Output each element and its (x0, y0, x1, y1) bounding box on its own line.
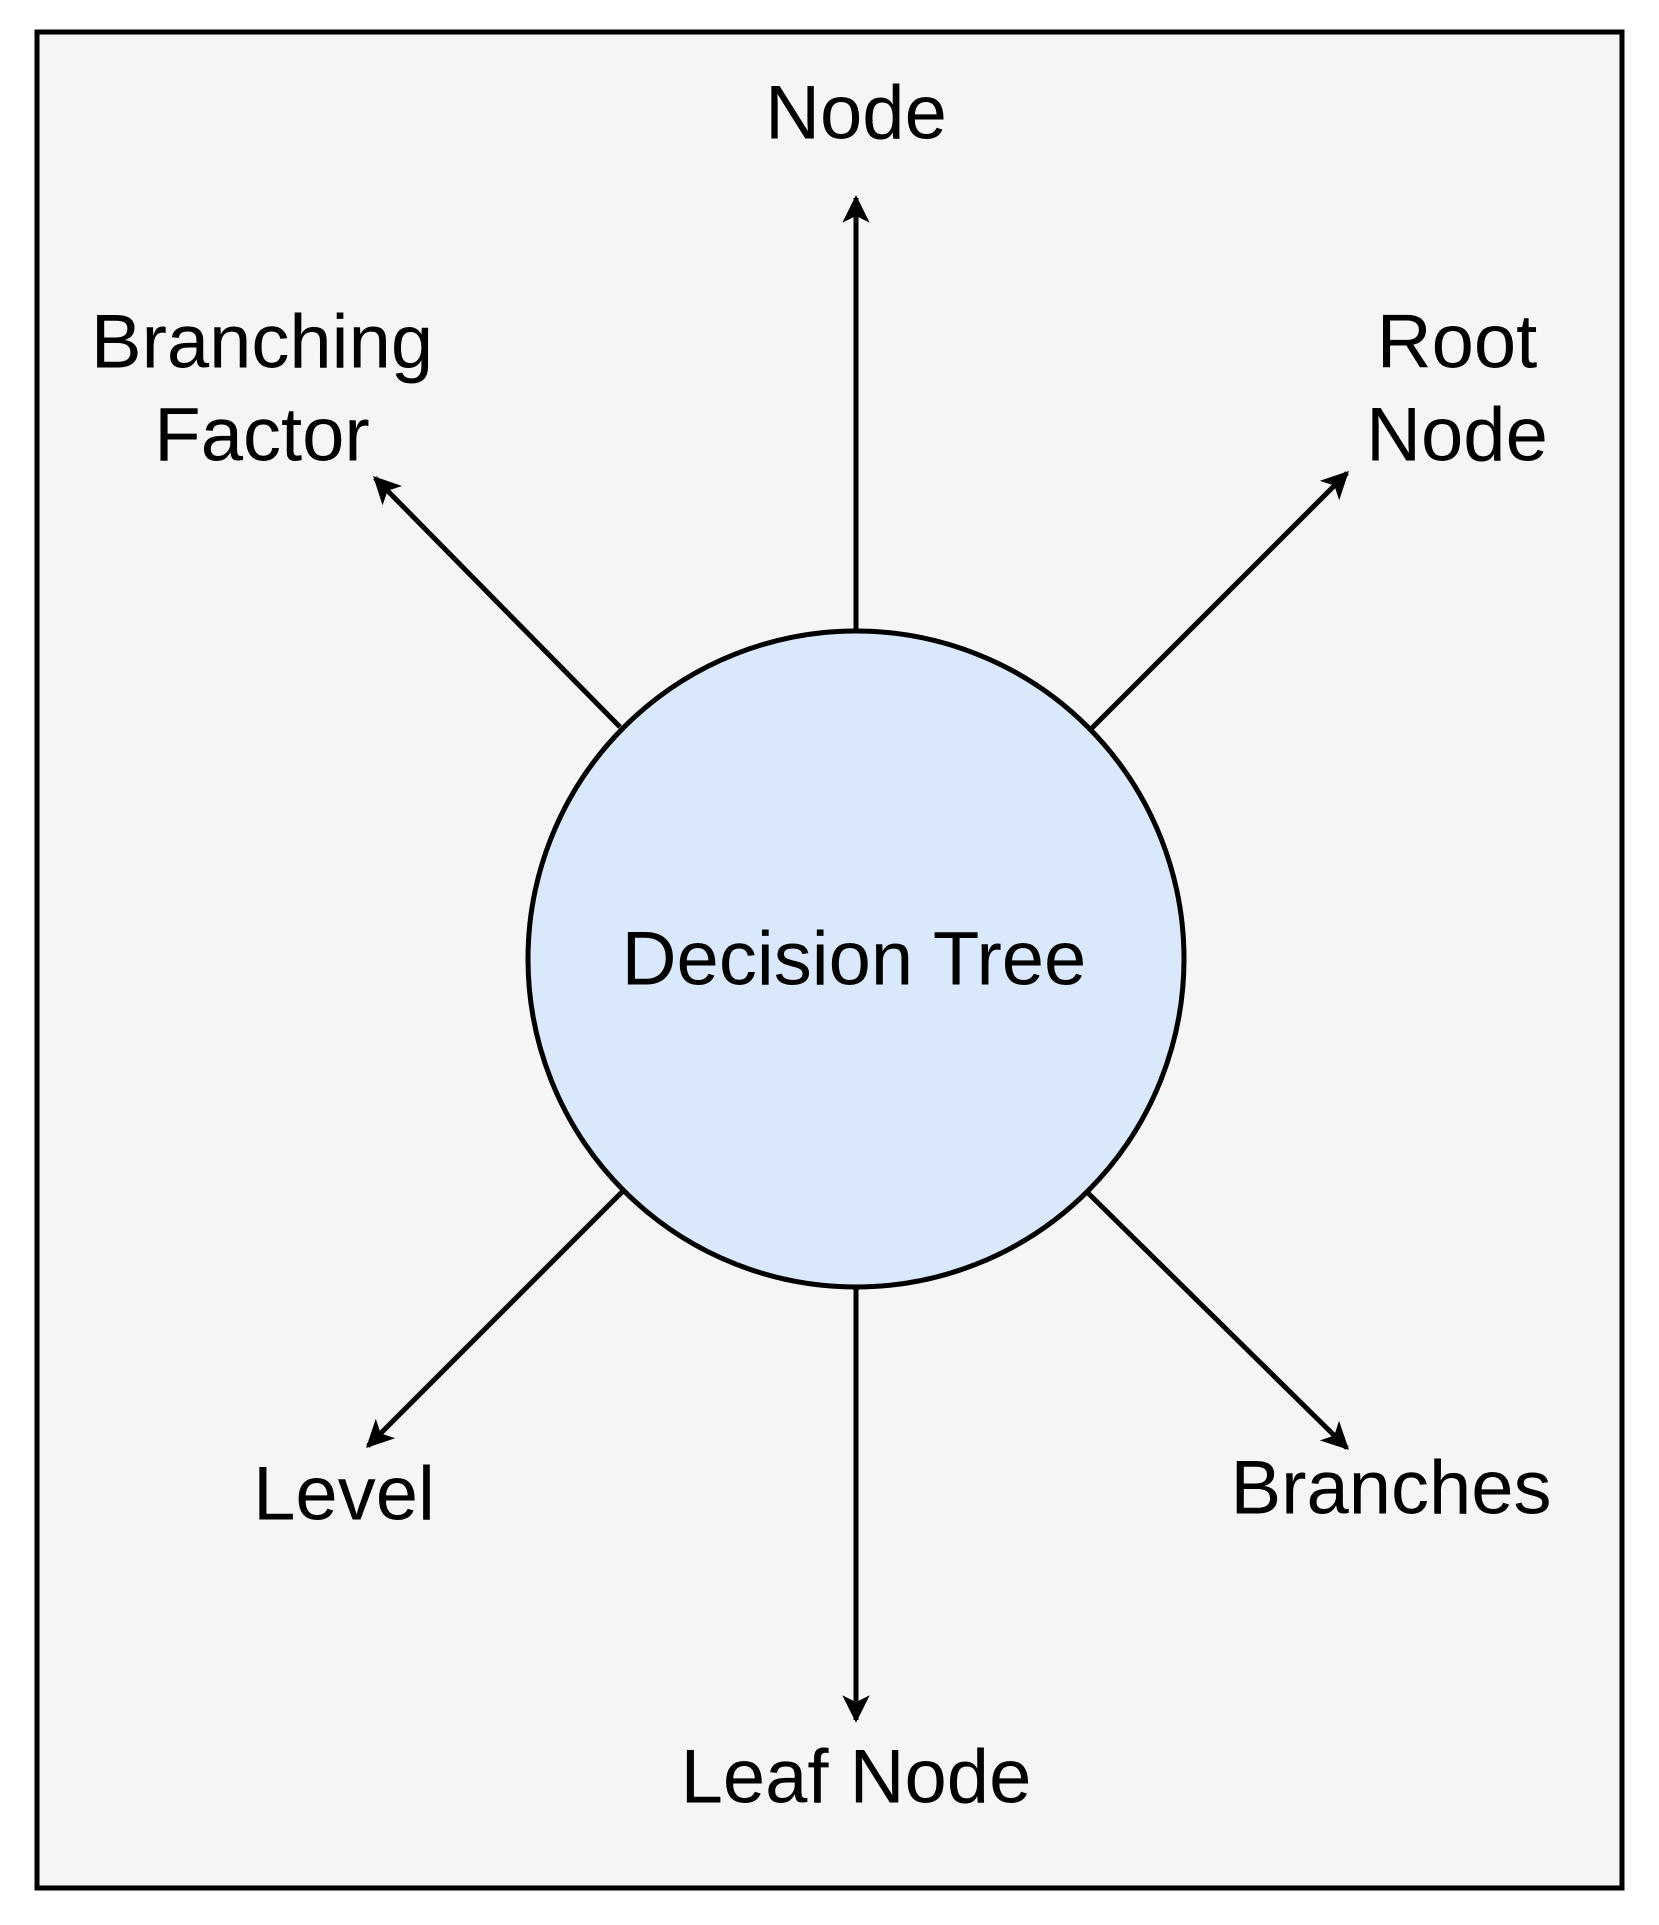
arrow-to-branching-factor (373, 476, 622, 729)
level-label: Level (253, 1452, 435, 1537)
root-node-label-line-1: Root (1377, 300, 1538, 385)
decision-tree-label: Decision Tree (622, 917, 1087, 1002)
decision-tree-circle (525, 628, 1187, 1290)
node-label: Node (765, 71, 947, 156)
concept-labels: Node Root Node Branches Leaf Node Level … (91, 71, 1552, 1820)
arrows (366, 195, 1349, 1723)
leaf-node-label: Leaf Node (681, 1735, 1032, 1820)
arrow-to-level (366, 1189, 625, 1448)
branches-label: Branches (1230, 1446, 1551, 1531)
arrow-to-branches (1085, 1190, 1349, 1450)
arrow-to-root-node (1090, 471, 1349, 730)
branching-factor-label-line-2: Factor (154, 393, 369, 478)
root-node-label-line-2: Node (1366, 393, 1548, 478)
branching-factor-label-line-1: Branching (91, 300, 433, 385)
